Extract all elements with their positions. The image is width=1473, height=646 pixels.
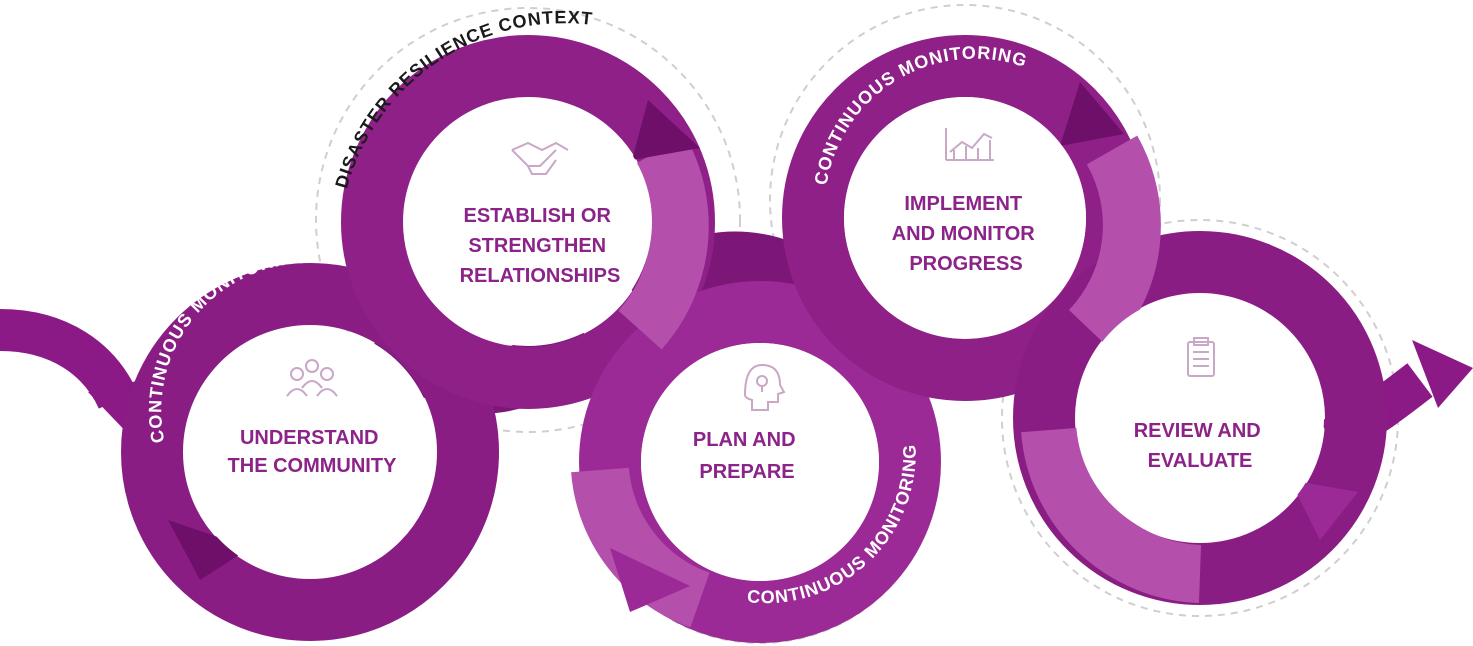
step-0-line-0: UNDERSTAND: [240, 427, 379, 449]
highlight-2: [571, 466, 711, 628]
step-circle-3: [844, 97, 1086, 339]
arrowhead-4: [1290, 480, 1358, 540]
step-circles: [184, 97, 1324, 581]
arrowhead-3: [1060, 82, 1124, 146]
dashed-ring-3: [769, 4, 1161, 396]
step-circle-0: [184, 326, 436, 578]
step-4-line-0: REVIEW AND: [1134, 420, 1261, 442]
step-4-line-1: EVALUATE: [1148, 450, 1253, 472]
highlight-4: [1021, 427, 1202, 603]
step-2-line-1: PREPARE: [699, 461, 794, 483]
highlight-1: [617, 135, 709, 350]
dashed-ring-1: [315, 7, 741, 433]
step-1-line-1: STRENGTHEN: [468, 235, 606, 257]
handshake-icon: [511, 141, 569, 175]
step-label-4: REVIEW AND EVALUATE: [1134, 420, 1267, 472]
step-circle-1: [404, 98, 652, 346]
step-2-line-0: PLAN AND: [693, 429, 796, 451]
step-label-3: IMPLEMENT AND MONITOR PROGRESS: [892, 193, 1041, 275]
step-3-line-0: IMPLEMENT: [904, 193, 1022, 215]
ring-arrowheads: [168, 82, 1358, 612]
highlight-3: [1068, 135, 1161, 350]
step-label-2: PLAN AND PREPARE: [693, 429, 801, 483]
chart-icon: [945, 128, 994, 161]
step-circle-2: [641, 343, 879, 581]
ring-band-0: [121, 263, 499, 641]
ring-highlights: [571, 135, 1202, 628]
step-circle-4: [1076, 294, 1324, 542]
step-label-1: ESTABLISH OR STRENGTHEN RELATIONSHIPS: [460, 205, 621, 287]
step-0-line-1: THE COMMUNITY: [228, 455, 398, 477]
people-icon: [286, 359, 338, 397]
step-label-0: UNDERSTAND THE COMMUNITY: [228, 427, 398, 477]
step-1-line-2: RELATIONSHIPS: [460, 265, 621, 287]
clipboard-icon: [1187, 337, 1215, 377]
step-1-line-0: ESTABLISH OR: [464, 205, 612, 227]
ring-band-2: [579, 281, 941, 643]
arrowhead-1: [632, 100, 700, 160]
arrowhead-2: [610, 548, 690, 612]
head-lightbulb-icon: [743, 363, 786, 411]
step-3-line-1: AND MONITOR: [892, 223, 1036, 245]
step-3-line-2: PROGRESS: [909, 253, 1022, 275]
arrowhead-0: [168, 520, 250, 580]
